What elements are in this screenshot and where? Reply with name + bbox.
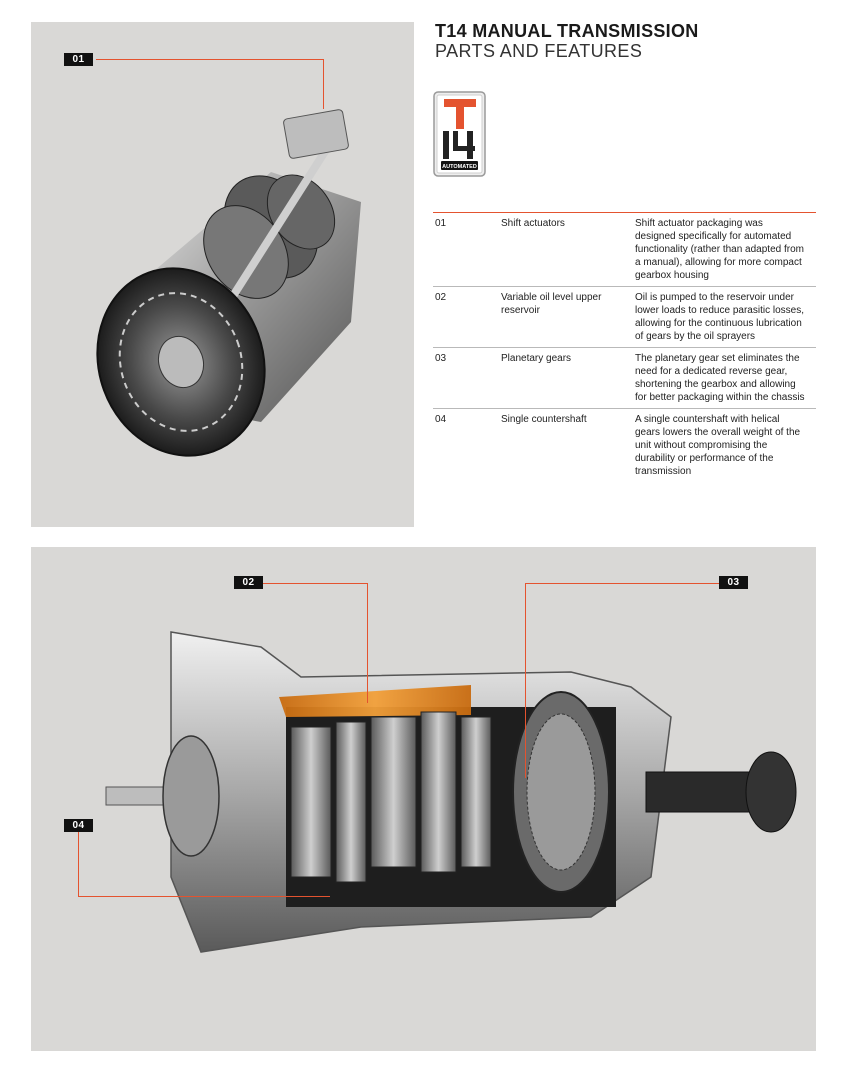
feature-name: Variable oil level upper reservoir [501,292,602,316]
t14-automated-badge: AUTOMATED [433,91,486,177]
feature-row: 04 Single countershaft A single counters… [433,408,816,482]
feature-number: 02 [435,292,447,303]
feature-number: 04 [435,414,447,425]
transmission-illustration-angled [96,59,361,457]
feature-name: Planetary gears [501,353,572,364]
feature-description: Oil is pumped to the reservoir under low… [635,292,804,342]
svg-text:AUTOMATED: AUTOMATED [442,164,477,170]
feature-row: 02 Variable oil level upper reservoir Oi… [433,286,816,347]
feature-row: 01 Shift actuators Shift actuator packag… [433,212,816,286]
feature-description: Shift actuator packaging was designed sp… [635,218,804,281]
callout-02: 02 [234,576,263,589]
feature-number: 01 [435,218,447,229]
transmission-photo-cutaway: 02 03 04 [31,547,816,1051]
callout-04: 04 [64,819,93,832]
callout-01: 01 [64,53,93,66]
page-subtitle: PARTS AND FEATURES [435,41,643,61]
feature-number: 03 [435,353,447,364]
transmission-photo-top: 01 [31,22,414,527]
feature-name: Single countershaft [501,414,587,425]
feature-name: Shift actuators [501,218,565,229]
transmission-illustration-cutaway [78,583,797,953]
page-title: T14 MANUAL TRANSMISSION [435,21,699,41]
feature-description: The planetary gear set eliminates the ne… [635,353,805,403]
callout-03: 03 [719,576,748,589]
feature-row: 03 Planetary gears The planetary gear se… [433,347,816,408]
features-table: 01 Shift actuators Shift actuator packag… [433,212,816,482]
feature-description: A single countershaft with helical gears… [635,414,801,477]
